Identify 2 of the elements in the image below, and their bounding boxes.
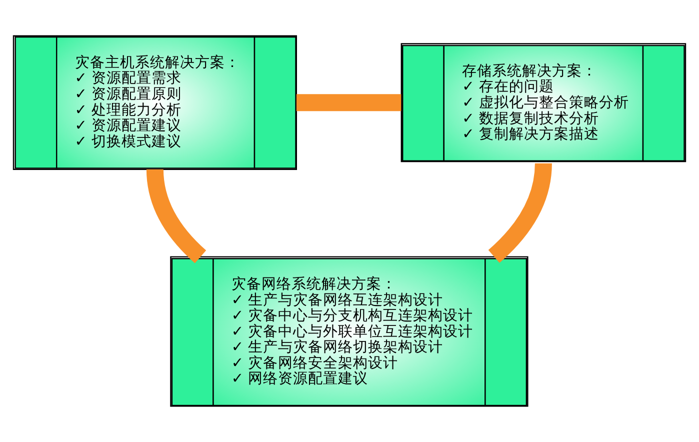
connector <box>488 162 552 263</box>
connector <box>296 94 402 112</box>
